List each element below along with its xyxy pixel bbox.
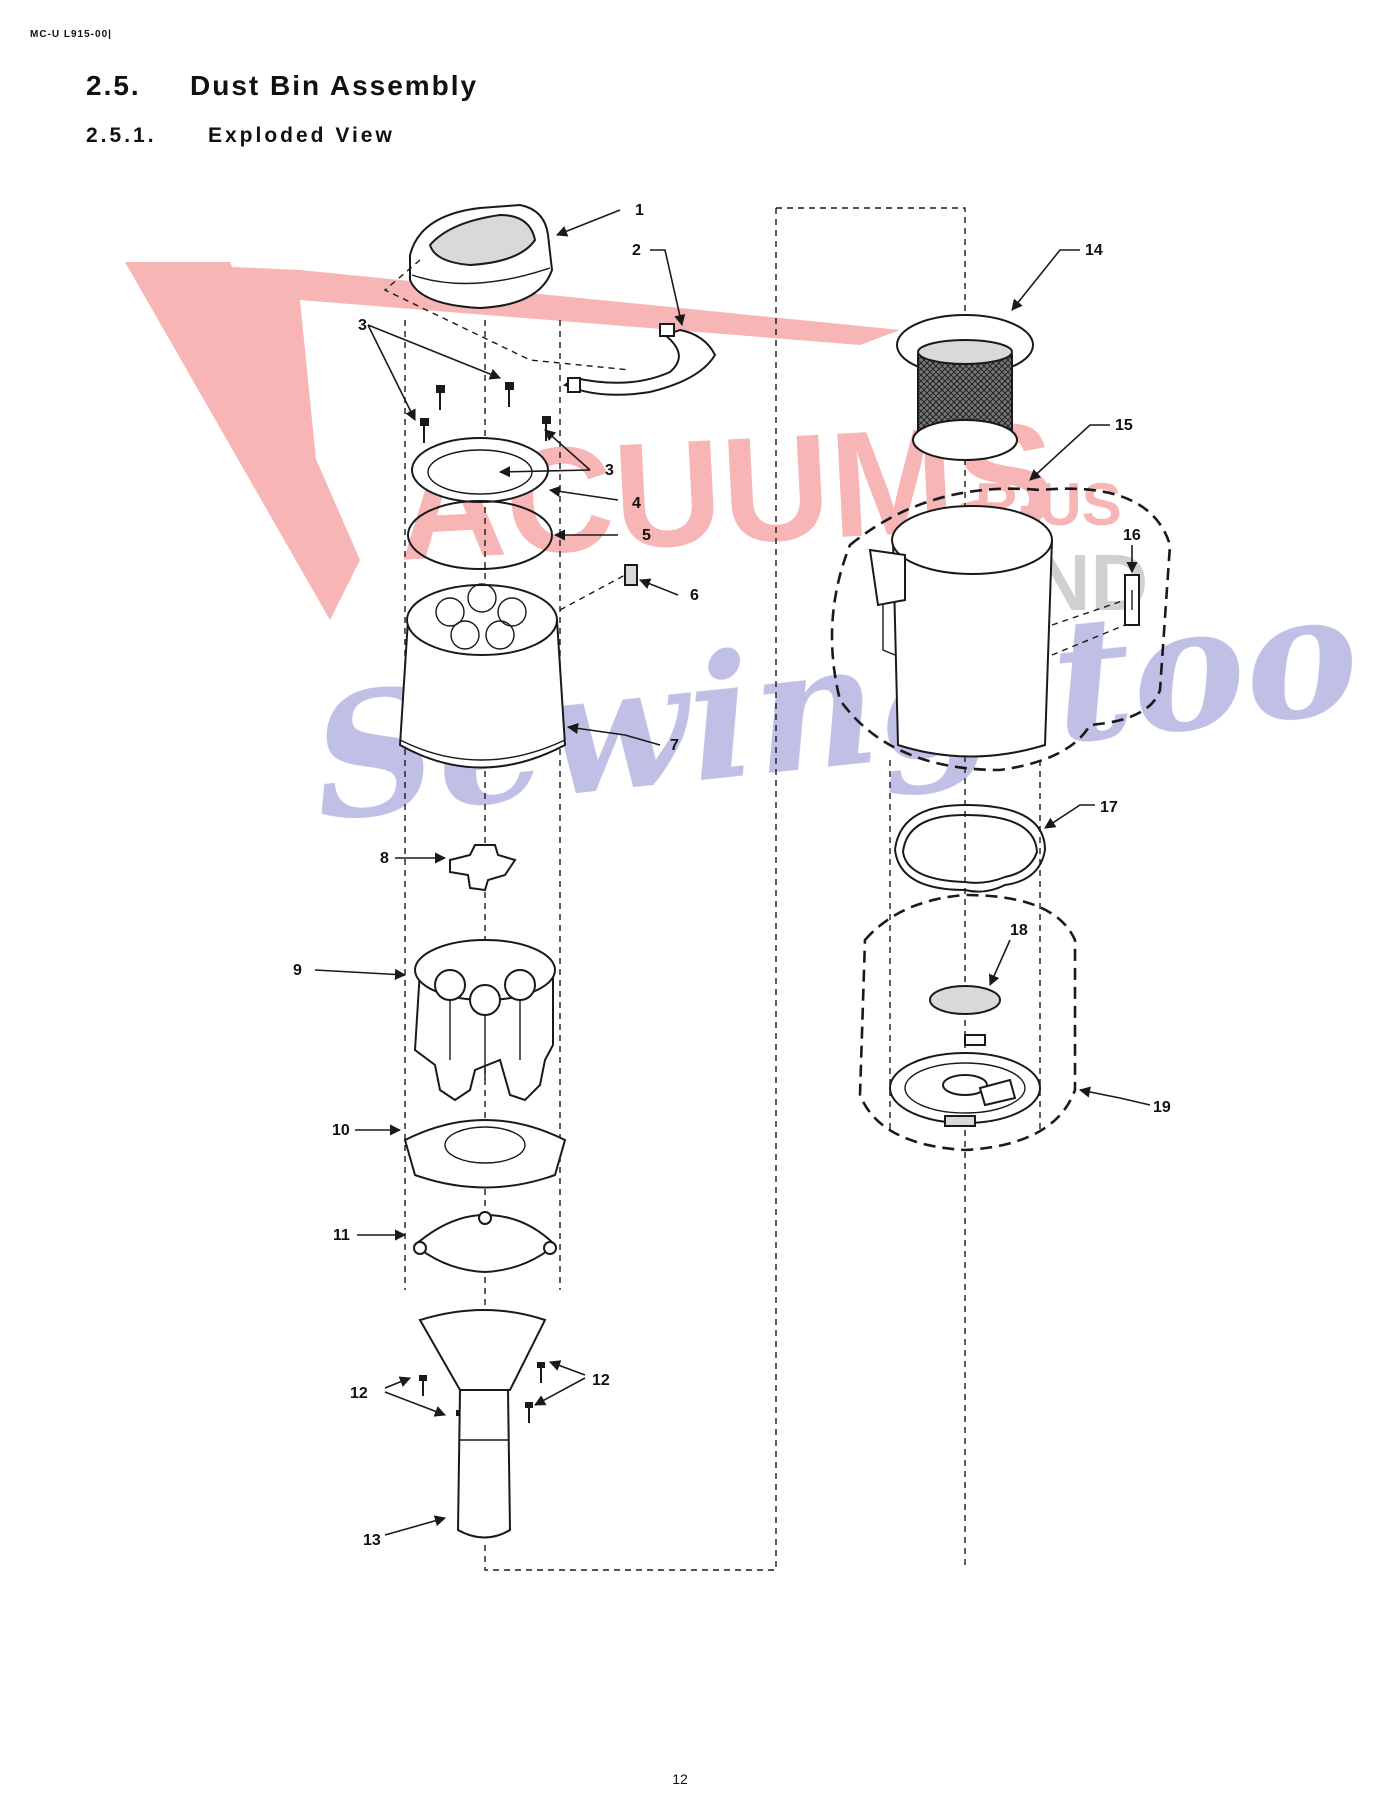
callout-11: 11 (333, 1227, 350, 1244)
part-14-filter-top (896, 314, 1034, 431)
part-9-cyclone-pack (413, 939, 556, 1102)
callout-1: 1 (635, 202, 644, 219)
callout-2: 2 (632, 242, 641, 259)
subsection-number: 2.5.1. (86, 124, 157, 147)
subsection-heading: 2.5.1. Exploded View (86, 124, 395, 148)
part-1-lid (383, 203, 631, 371)
part-5-gasket (407, 500, 553, 570)
callout-13: 13 (363, 1532, 381, 1549)
part-16-catch (1051, 574, 1140, 656)
callout-9: 9 (293, 962, 302, 979)
page-number: 12 (672, 1771, 688, 1787)
part-8-spider (449, 844, 517, 892)
leader-arrows (314, 209, 1151, 1536)
subsection-title: Exploded View (208, 124, 395, 147)
part-11-bracket (413, 1211, 557, 1274)
section-heading: 2.5. Dust Bin Assembly (86, 70, 478, 102)
callout-7: 7 (670, 737, 679, 754)
part-10-plate (403, 1119, 567, 1189)
callout-12-right: 12 (592, 1372, 610, 1389)
part-15-filter-ring (912, 419, 1018, 461)
part-17-gasket-ring (893, 803, 1047, 893)
watermark-logo: ACUUMS R-US AND Sewing too (125, 262, 1367, 861)
callout-8: 8 (380, 850, 389, 867)
callout-17: 17 (1100, 799, 1118, 816)
callout-12-left: 12 (350, 1385, 368, 1402)
part-group-19-outline (830, 487, 1172, 1152)
part-2-handle (562, 323, 717, 396)
watermark-v-left (125, 262, 360, 620)
callout-18: 18 (1010, 922, 1028, 939)
document-code: MC-U L915-00| (30, 29, 112, 40)
section-number: 2.5. (86, 70, 141, 101)
part-4-ring (411, 437, 549, 503)
callout-labels: 1 2 3 3 4 5 6 7 8 9 10 11 12 12 13 14 15… (293, 202, 1171, 1549)
bin-base (889, 1034, 1041, 1127)
section-title: Dust Bin Assembly (190, 70, 479, 101)
callout-16: 16 (1123, 527, 1141, 544)
cone-frame (418, 1309, 547, 1391)
part-13-cone-tube (456, 1389, 512, 1539)
callout-3-right: 3 (605, 462, 614, 479)
callout-10: 10 (332, 1122, 350, 1139)
part-6-clip (559, 564, 638, 611)
callout-19: 19 (1153, 1099, 1171, 1116)
part-18-disc (929, 985, 1001, 1015)
callout-15: 15 (1115, 417, 1133, 434)
callout-3-left: 3 (358, 317, 367, 334)
part-7-shroud (398, 583, 567, 769)
bin-body (868, 505, 1054, 758)
callout-6: 6 (690, 587, 699, 604)
callout-14: 14 (1085, 242, 1103, 259)
callout-4: 4 (632, 495, 641, 512)
callout-5: 5 (642, 527, 651, 544)
